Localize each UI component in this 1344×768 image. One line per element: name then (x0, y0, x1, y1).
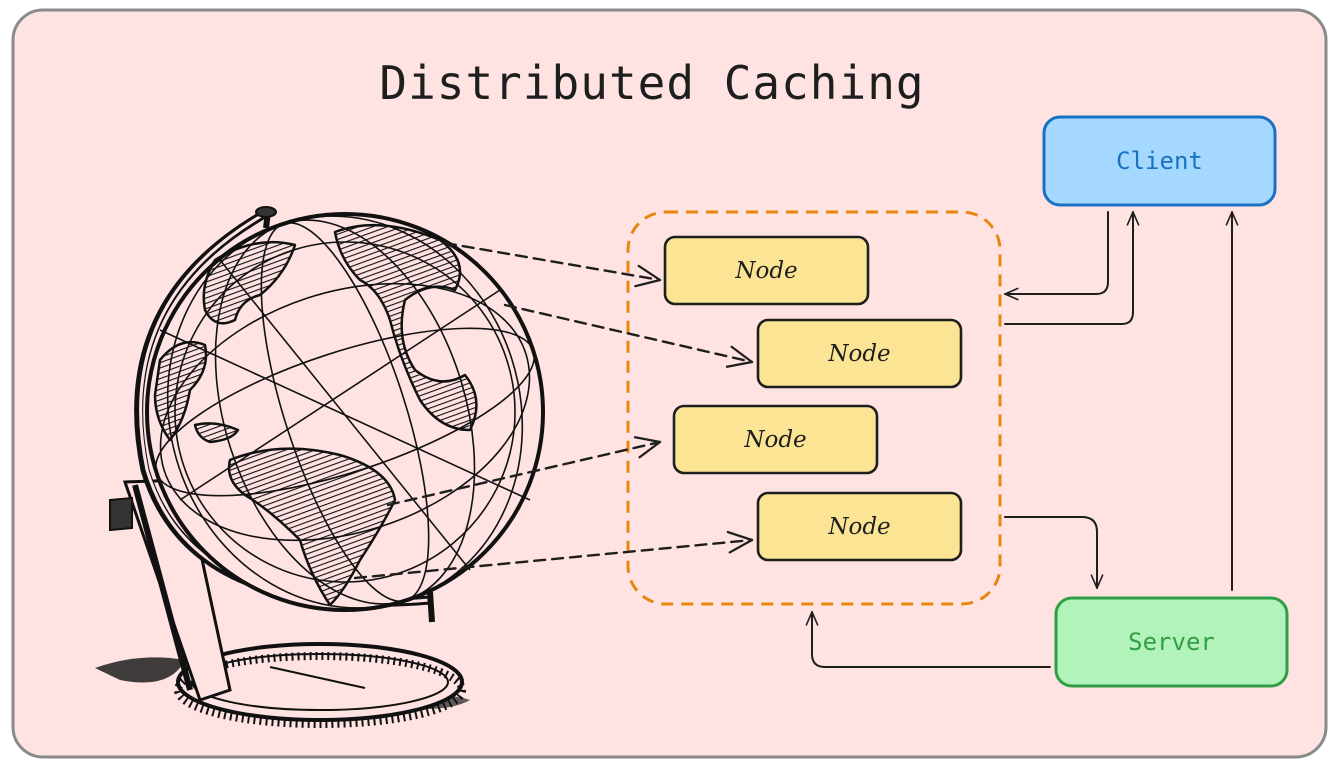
arrow-server-to-cluster (805, 611, 1051, 668)
server-box (1054, 596, 1289, 688)
node-box-2 (756, 318, 963, 389)
arrow-globe-node-4 (353, 530, 754, 580)
client-box (1042, 115, 1277, 207)
arrow-cluster-to-server (1004, 516, 1104, 589)
node-box-3 (672, 404, 879, 475)
arrow-client-to-cluster (1004, 211, 1109, 301)
node-box-4 (756, 491, 963, 562)
node-label-1: Node (735, 257, 798, 284)
node-box-1 (663, 235, 870, 306)
globe-to-node-arrows (353, 241, 754, 580)
arrow-globe-node-1 (443, 241, 662, 288)
node-label-2: Node (828, 340, 891, 367)
arrow-globe-node-2 (503, 303, 754, 368)
arrow-globe-node-3 (386, 436, 662, 507)
node-label-3: Node (744, 426, 807, 453)
node-label-4: Node (828, 513, 891, 540)
server-label: Server (1128, 628, 1215, 656)
globe-illustration (95, 206, 545, 728)
client-label: Client (1116, 147, 1203, 175)
arrow-cluster-to-client (1004, 211, 1140, 325)
cache-nodes (663, 235, 963, 562)
cache-cluster-outline (626, 210, 1002, 606)
diagram-title: Distributed Caching (379, 56, 925, 110)
